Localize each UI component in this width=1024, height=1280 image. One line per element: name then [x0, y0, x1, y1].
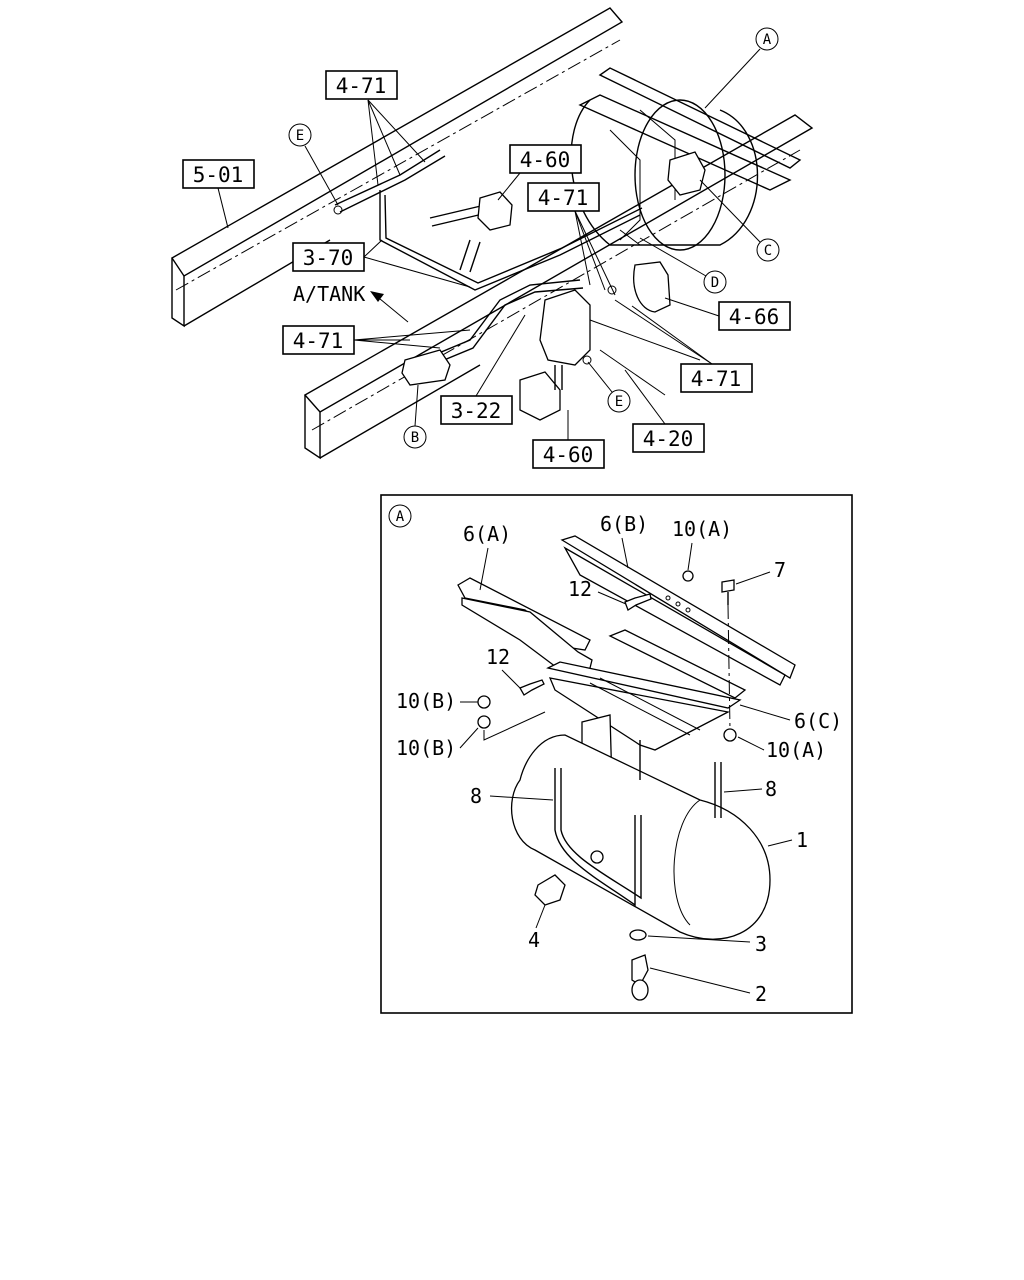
svg-text:A: A: [763, 32, 772, 48]
svg-text:8: 8: [765, 777, 777, 801]
circle-label-b: B: [403, 384, 427, 449]
callout-2: 2: [649, 967, 767, 1006]
svg-text:E: E: [296, 128, 304, 144]
circle-label-e-right: E: [587, 361, 631, 413]
callout-7: 7: [735, 558, 786, 585]
svg-text:10(B): 10(B): [396, 689, 456, 713]
svg-text:3-22: 3-22: [451, 399, 502, 423]
svg-text:A: A: [396, 509, 405, 525]
svg-text:5-01: 5-01: [193, 163, 244, 187]
boxed-label-3-22: 3-22: [440, 314, 526, 425]
svg-text:3-70: 3-70: [303, 246, 354, 270]
detail-drawing: [457, 535, 796, 1001]
callout-10a-bottom: 10(A): [737, 736, 826, 762]
callout-10b-bottom: 10(B): [396, 727, 479, 760]
callout-12-left: 12: [486, 645, 521, 689]
callout-8-left: 8: [470, 784, 554, 808]
svg-text:4: 4: [528, 928, 540, 952]
svg-text:4-71: 4-71: [691, 367, 742, 391]
boxed-label-4-66: 4-66: [664, 297, 791, 331]
svg-text:4-60: 4-60: [543, 443, 594, 467]
svg-text:8: 8: [470, 784, 482, 808]
boxed-label-4-20: 4-20: [624, 369, 705, 453]
boxed-label-4-71-left: 4-71: [282, 325, 471, 355]
boxed-label-5-01: 5-01: [182, 159, 255, 229]
svg-text:4-71: 4-71: [538, 186, 589, 210]
boxed-label-4-60-bottom: 4-60: [532, 410, 605, 469]
callout-10a-top: 10(A): [672, 517, 732, 571]
svg-text:10(A): 10(A): [672, 517, 732, 541]
svg-text:4-60: 4-60: [520, 148, 571, 172]
callout-6a: 6(A): [463, 522, 511, 591]
svg-text:4-71: 4-71: [293, 329, 344, 353]
svg-text:2: 2: [755, 982, 767, 1006]
boxed-label-4-71-right: 4-71: [614, 299, 753, 393]
boxed-label-4-71-top: 4-71: [325, 70, 426, 186]
circle-label-a-top: A: [704, 27, 779, 109]
svg-text:6(C): 6(C): [794, 709, 842, 733]
svg-text:10(B): 10(B): [396, 736, 456, 760]
boxed-label-3-70: 3-70: [292, 239, 471, 288]
callout-6b: 6(B): [600, 512, 648, 569]
detail-circle-label-a: A: [388, 504, 412, 528]
svg-text:6(A): 6(A): [463, 522, 511, 546]
svg-text:A/TANK: A/TANK: [293, 282, 365, 306]
svg-text:10(A): 10(A): [766, 738, 826, 762]
svg-text:4-66: 4-66: [729, 305, 780, 329]
svg-text:1: 1: [796, 828, 808, 852]
svg-text:12: 12: [486, 645, 510, 669]
svg-text:4-71: 4-71: [336, 74, 387, 98]
svg-text:B: B: [411, 430, 419, 446]
detail-frame: [380, 494, 853, 1014]
boxed-label-4-71-middle: 4-71: [527, 182, 616, 296]
svg-text:4-20: 4-20: [643, 427, 694, 451]
callout-1: 1: [767, 828, 808, 852]
callout-3: 3: [647, 932, 767, 956]
svg-text:6(B): 6(B): [600, 512, 648, 536]
svg-text:D: D: [711, 275, 719, 291]
circle-label-e-left: E: [288, 123, 339, 206]
callout-4: 4: [528, 904, 546, 952]
callout-8-right: 8: [723, 777, 777, 801]
circle-label-c: C: [699, 179, 780, 262]
callout-10b-top: 10(B): [396, 689, 478, 713]
svg-text:C: C: [764, 243, 772, 259]
chassis-drawing: [171, 7, 814, 460]
a-tank-arrow: A/TANK: [293, 282, 409, 323]
svg-text:3: 3: [755, 932, 767, 956]
svg-text:7: 7: [774, 558, 786, 582]
callout-6c: 6(C): [739, 704, 842, 733]
callout-12-top: 12: [568, 577, 627, 605]
boxed-label-4-60-top: 4-60: [497, 144, 582, 201]
svg-text:E: E: [615, 394, 623, 410]
svg-text:12: 12: [568, 577, 592, 601]
circle-label-d: D: [639, 237, 727, 294]
